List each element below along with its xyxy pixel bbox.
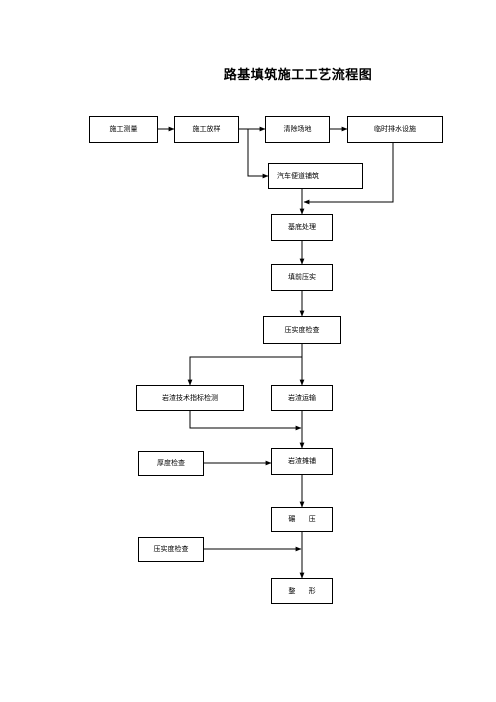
node-compaction-check-2: 压实度检查 (138, 537, 204, 562)
page-title: 路基填筑施工工艺流程图 (223, 68, 373, 83)
edge-layout-haulroad (239, 128, 269, 179)
node-drainage: 临时排水设施 (347, 116, 443, 143)
node-haul-road: 汽车便道铺筑 (268, 163, 363, 189)
node-compaction-check-1: 压实度检查 (263, 316, 341, 344)
node-rolling: 碾 压 (271, 507, 333, 532)
edge-drainage-base (303, 143, 394, 205)
node-rock-index-test: 岩渣技术指标检测 (136, 385, 244, 411)
node-pre-compaction: 填前压实 (271, 264, 333, 291)
node-layout: 施工放样 (174, 116, 239, 143)
node-thickness-check: 厚度检查 (138, 451, 204, 476)
node-survey: 施工测量 (89, 116, 158, 143)
edge-rocktest-spread (189, 411, 302, 431)
node-shaping: 整 形 (271, 578, 333, 604)
node-base-treatment: 基底处理 (271, 214, 333, 241)
node-rock-transport: 岩渣运输 (271, 385, 333, 411)
node-clear-site: 清除场地 (265, 116, 330, 143)
edge-check-rocktest (187, 356, 302, 386)
node-rock-spreading: 岩渣摊铺 (271, 448, 333, 475)
